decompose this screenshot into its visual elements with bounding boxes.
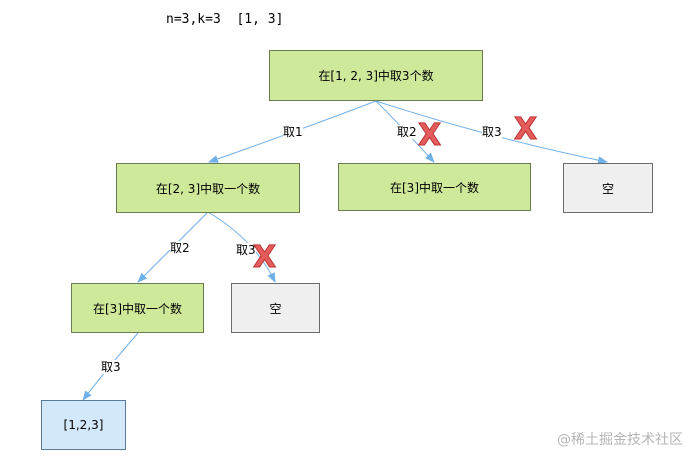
edge-label-pick1-pick3: 取3 [236,243,256,257]
node-pick1: 在[2, 3]中取一个数 [116,163,300,213]
node-leaf-label: [1,2,3] [63,418,104,432]
node-pick2-label: 在[3]中取一个数 [390,180,479,195]
node-leaf-result: [1,2,3] [41,400,126,450]
diagram-title: n=3,k=3 [1, 3] [166,12,284,27]
prune-mark-pick3: X [513,112,538,147]
edge-label-root-pick3: 取3 [482,125,502,139]
edge-label-root-pick1: 取1 [283,125,303,139]
node-pick1-2: 在[3]中取一个数 [71,283,204,333]
edge-label-root-pick2: 取2 [397,125,417,139]
node-pick1-3-empty: 空 [231,283,320,333]
edge-label-pick12-leaf: 取3 [101,360,121,374]
prune-mark-pick1-3: X [252,240,277,275]
node-pick1-label: 在[2, 3]中取一个数 [155,181,261,196]
node-pick3-label: 空 [601,181,614,196]
node-root-label: 在[1, 2, 3]中取3个数 [318,69,434,83]
node-pick2: 在[3]中取一个数 [338,163,531,211]
node-pick3-empty: 空 [563,163,653,213]
node-root: 在[1, 2, 3]中取3个数 [269,50,483,101]
node-pick1-2-label: 在[3]中取一个数 [93,301,182,316]
node-pick1-3-label: 空 [269,301,282,316]
edge-label-pick1-pick2: 取2 [170,241,190,255]
prune-mark-pick2: X [417,118,442,153]
watermark: @稀土掘金技术社区 [557,432,683,448]
